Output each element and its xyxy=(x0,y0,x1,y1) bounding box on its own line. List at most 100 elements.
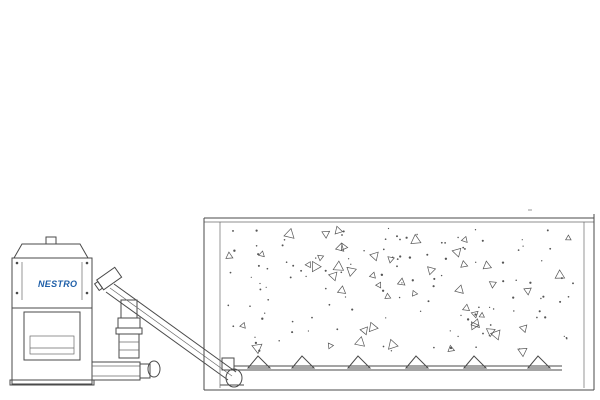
pellet-dot xyxy=(433,346,435,349)
pellet-dot xyxy=(278,340,280,342)
pellet-chip xyxy=(332,260,345,271)
pellet-dot xyxy=(522,245,524,247)
pellet-dot xyxy=(254,341,258,345)
pellet-dot xyxy=(444,242,446,244)
pellet-dot xyxy=(538,310,541,313)
pellet-chip xyxy=(460,235,468,243)
storage-bin xyxy=(203,209,595,391)
pellet-dot xyxy=(396,235,398,238)
auger-drive xyxy=(221,357,235,371)
pellet-dot xyxy=(324,269,327,272)
ash-door xyxy=(29,335,75,355)
pellet-dot xyxy=(292,264,295,267)
pellet-dot xyxy=(401,282,403,284)
brand-logo: NESTRO xyxy=(38,279,77,289)
pellet-dot xyxy=(399,255,402,258)
pellet-chip xyxy=(518,324,528,334)
pellet-chip xyxy=(388,338,399,350)
pellet-chip xyxy=(523,287,532,296)
pellet-chip xyxy=(488,281,497,289)
pellet-dot xyxy=(546,229,549,232)
pellet-dot xyxy=(563,335,565,337)
pellet-dot xyxy=(382,248,385,251)
pellet-dot xyxy=(283,239,286,241)
pellet-chip xyxy=(368,271,376,279)
pellet-dot xyxy=(560,277,563,280)
pellet-dot xyxy=(481,239,484,242)
pellet-dot xyxy=(449,346,453,350)
inclined-screw-conveyor xyxy=(93,266,244,388)
pellet-dot xyxy=(350,263,352,265)
pellet-chip xyxy=(461,303,471,312)
pellet-dot xyxy=(427,300,430,303)
pellet-dot xyxy=(285,261,288,264)
pellet-chip xyxy=(471,321,480,331)
pellet-dot xyxy=(340,271,343,274)
pellet-dot xyxy=(363,250,365,252)
pellet-chip xyxy=(384,292,392,299)
pellet-chip xyxy=(225,251,234,259)
pellet-dot xyxy=(512,296,515,299)
pellet-dot xyxy=(265,286,267,288)
pellet-dot xyxy=(474,313,477,316)
pellet-dot xyxy=(529,281,532,284)
pellet-dot xyxy=(433,277,436,280)
pellet-dot xyxy=(311,316,313,319)
boiler-rivet xyxy=(15,291,19,295)
pellet-dot xyxy=(572,282,574,285)
pellet-dot xyxy=(466,318,470,321)
pellet-dot xyxy=(324,287,327,290)
pellet-dot xyxy=(261,317,264,320)
pellet-chip xyxy=(374,281,382,289)
pellet-dot xyxy=(475,346,477,349)
pellet-dot xyxy=(291,331,294,334)
burner-motor xyxy=(147,360,161,378)
boiler-flue-stub xyxy=(45,236,57,245)
pellet-dot xyxy=(232,325,235,328)
pellet-dot xyxy=(267,298,270,301)
pellet-chip xyxy=(336,285,347,294)
pellet-chip xyxy=(369,251,379,262)
pellet-dot xyxy=(344,296,347,298)
auger-blade xyxy=(526,355,552,369)
pellet-dot xyxy=(567,295,570,298)
pellet-dot xyxy=(536,316,538,319)
pellet-dot xyxy=(416,233,418,236)
conveyor-inlet xyxy=(225,368,243,388)
pellet-dot xyxy=(515,279,517,282)
pellet-dot xyxy=(300,269,303,272)
pellet-chip xyxy=(317,254,325,262)
pellet-dot xyxy=(233,249,236,252)
pellet-dot xyxy=(478,306,480,309)
pellet-chip xyxy=(460,260,469,268)
pellet-dot xyxy=(257,264,260,267)
pellet-dot xyxy=(305,275,307,278)
pellet-chip xyxy=(251,343,263,355)
pellet-dot xyxy=(488,306,491,309)
pellet-dot xyxy=(341,234,343,236)
pellet-chip xyxy=(321,230,331,239)
pellet-dot xyxy=(463,247,466,250)
pellet-dot xyxy=(518,348,521,350)
pellet-dot xyxy=(259,288,262,291)
pellet-dot xyxy=(384,238,387,241)
pellet-dot xyxy=(315,257,317,259)
pellet-chip xyxy=(427,266,437,276)
boiler-rivet xyxy=(15,261,19,265)
pellet-chip xyxy=(368,321,379,333)
pellet-dot xyxy=(227,304,230,307)
pellet-dot xyxy=(266,267,269,270)
pellet-dot xyxy=(336,328,339,331)
pellet-chip xyxy=(454,284,464,294)
drop-pipe xyxy=(115,299,143,359)
pellet-chip xyxy=(396,277,406,286)
auger-blade xyxy=(462,355,488,369)
pellet-dot xyxy=(489,324,492,326)
pellet-dot xyxy=(449,330,451,332)
pellet-dot xyxy=(382,345,385,348)
pellet-dot xyxy=(387,227,390,230)
pellet-chip xyxy=(451,247,462,258)
pellet-dot xyxy=(426,253,429,256)
pellet-chip xyxy=(482,260,493,270)
